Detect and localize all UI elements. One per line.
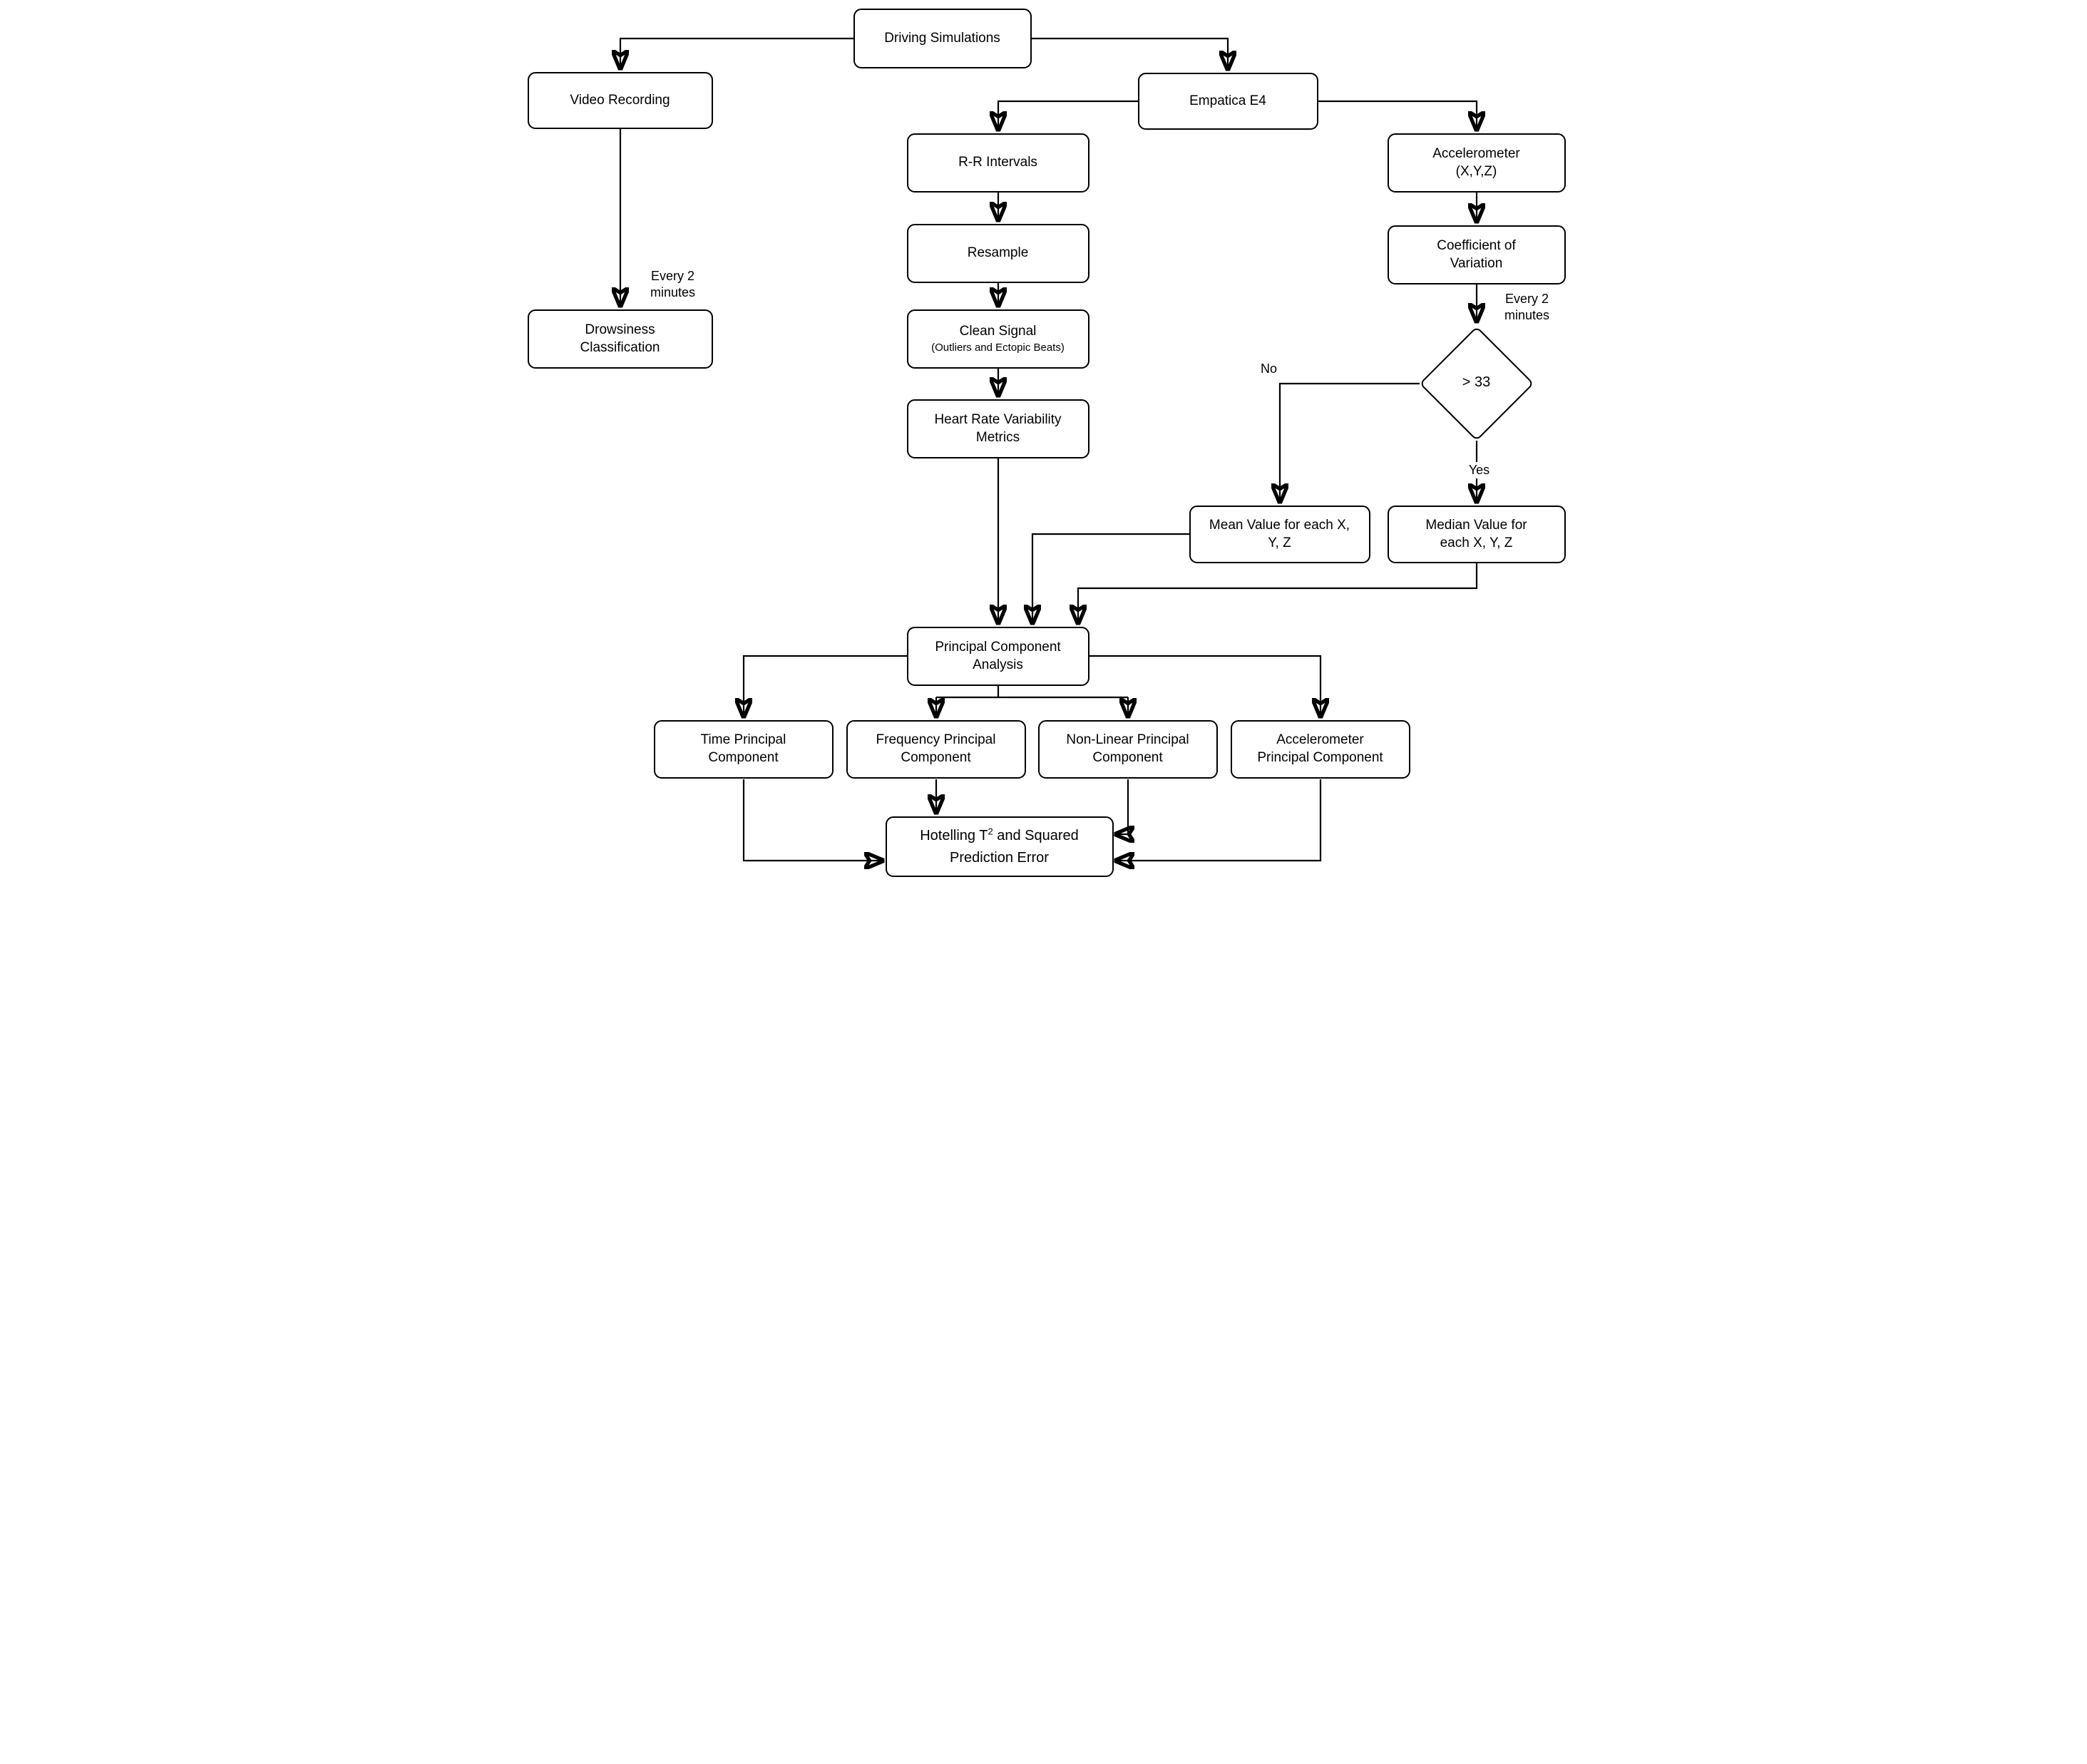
node-driving-simulations: Driving Simulations <box>853 9 1032 68</box>
node-accelerometer-principal-component: Accelerometer Principal Component <box>1230 720 1410 779</box>
node-rr-intervals-label: R-R Intervals <box>958 155 1037 170</box>
edge-driving-empatica <box>1031 37 1228 68</box>
node-hotelling: Hotelling T2 and Squared Prediction Erro… <box>885 816 1114 877</box>
node-mean-value-label: Mean Value for each X, Y, Z <box>1209 517 1350 550</box>
node-accelerometer-line2: (X,Y,Z) <box>1455 163 1497 179</box>
edge-empatica-accelerometer <box>1318 100 1477 129</box>
node-empatica-e4: Empatica E4 <box>1137 73 1318 130</box>
edge-driving-video <box>620 37 853 68</box>
node-video-recording-label: Video Recording <box>570 92 670 108</box>
node-rr-intervals: R-R Intervals <box>906 133 1089 193</box>
node-hotelling-sup: 2 <box>988 825 993 836</box>
edge-decision-no-mean <box>1280 382 1420 501</box>
node-resample-label: Resample <box>967 245 1029 261</box>
edge-timepc-hotelling <box>742 779 882 861</box>
flowchart-canvas: Driving Simulations Video Recording Empa… <box>521 0 1566 882</box>
node-clean-signal: Clean Signal (Outliers and Ectopic Beats… <box>906 309 1089 369</box>
node-video-recording: Video Recording <box>527 72 713 129</box>
node-resample: Resample <box>906 224 1089 283</box>
edge-mean-pca <box>1032 533 1189 622</box>
node-nonlinear-pc-label: Non-Linear Principal Component <box>1066 732 1189 765</box>
node-driving-simulations-label: Driving Simulations <box>884 30 1000 46</box>
node-time-pc-label: Time Principal Component <box>700 732 786 765</box>
node-pca: Principal Component Analysis <box>906 627 1089 686</box>
node-median-value-label: Median Value for each X, Y, Z <box>1425 517 1527 550</box>
flowchart-connectors <box>522 37 1566 882</box>
node-hotelling-prefix: Hotelling T <box>920 827 988 843</box>
node-hrv-metrics-label: Heart Rate Variability Metrics <box>934 411 1062 445</box>
node-coefficient-line2: Variation <box>1450 255 1503 271</box>
node-coefficient-of-variation: Coefficient of Variation <box>1387 225 1566 284</box>
node-hotelling-suffix: and Squared Prediction Error <box>950 827 1079 866</box>
node-hrv-metrics: Heart Rate Variability Metrics <box>906 399 1089 458</box>
node-nonlinear-principal-component: Non-Linear Principal Component <box>1037 720 1218 779</box>
node-coefficient-line1: Coefficient of <box>1437 237 1516 253</box>
node-mean-value: Mean Value for each X, Y, Z <box>1189 506 1370 563</box>
node-time-principal-component: Time Principal Component <box>653 720 834 779</box>
node-clean-signal-title: Clean Signal <box>959 324 1037 339</box>
edge-label-no: No <box>1250 361 1288 377</box>
node-accel-pc-label: Accelerometer Principal Component <box>1257 732 1383 765</box>
edge-pca-timepc <box>744 655 907 716</box>
edge-accelpc-hotelling <box>1117 779 1321 861</box>
node-drowsiness-label: Drowsiness Classification <box>580 322 660 355</box>
node-accelerometer: Accelerometer (X,Y,Z) <box>1387 133 1566 193</box>
node-empatica-e4-label: Empatica E4 <box>1189 93 1266 108</box>
node-frequency-pc-label: Frequency Principal Component <box>876 732 996 765</box>
edge-label-every-2-minutes-cov: Every 2 minutes <box>1485 291 1566 323</box>
node-pca-label: Principal Component Analysis <box>935 639 1061 672</box>
edge-empatica-rr <box>998 100 1138 129</box>
node-accelerometer-line1: Accelerometer <box>1432 145 1520 161</box>
node-median-value: Median Value for each X, Y, Z <box>1387 506 1566 563</box>
edge-label-every-2-minutes-video: Every 2 minutes <box>628 268 717 300</box>
decision-diamond-label: > 33 <box>1462 374 1491 390</box>
node-clean-signal-subtitle: (Outliers and Ectopic Beats) <box>931 341 1065 354</box>
node-drowsiness-classification: Drowsiness Classification <box>527 309 713 369</box>
edge-label-yes: Yes <box>1460 462 1499 478</box>
edge-nonlinpc-hotelling <box>1117 779 1128 834</box>
node-frequency-principal-component: Frequency Principal Component <box>846 720 1026 779</box>
edge-median-pca <box>1078 563 1477 622</box>
edge-pca-accelpc <box>1089 655 1321 716</box>
